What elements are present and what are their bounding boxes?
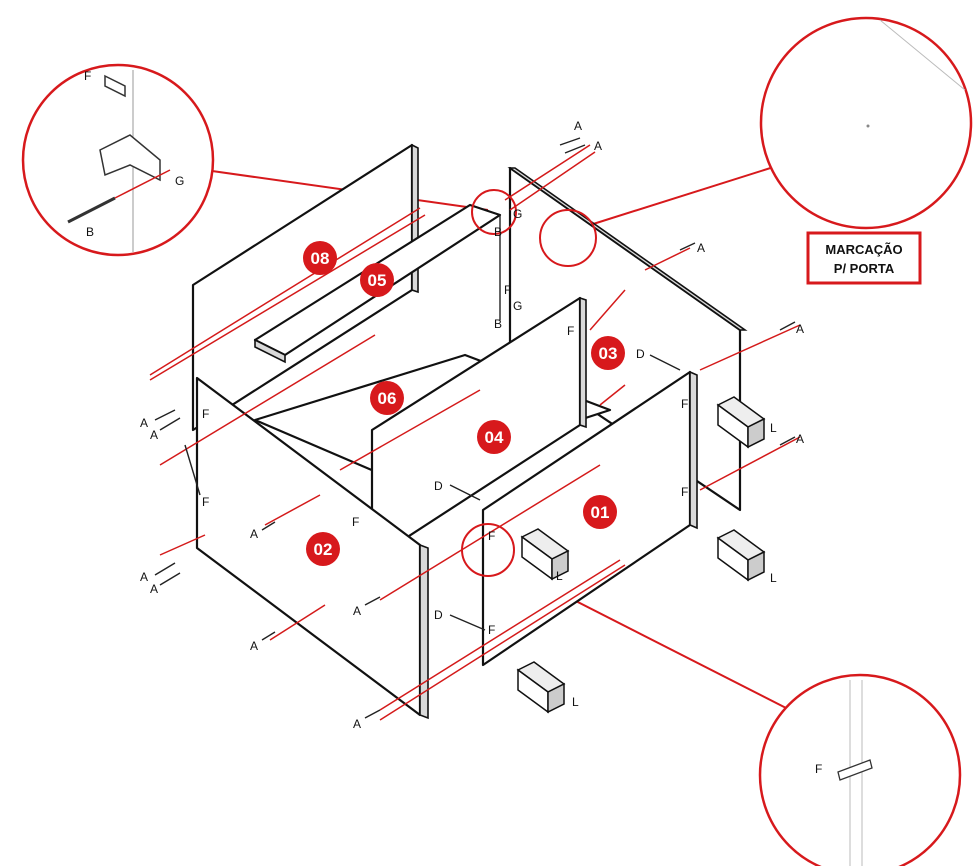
panel-05-label: 05 (368, 271, 387, 290)
label-f-2: F (567, 324, 574, 338)
label-f-5: F (352, 515, 359, 529)
label-a-4: A (796, 322, 804, 336)
label-f-6: F (681, 397, 688, 411)
door-marking-box: MARCAÇÃO P/ PORTA (806, 231, 922, 285)
label-a-13: A (353, 717, 361, 731)
door-marking-line1: MARCAÇÃO (825, 242, 902, 257)
panel-06-label: 06 (378, 389, 397, 408)
label-f-8: F (488, 529, 495, 543)
label-a-5: A (796, 432, 804, 446)
label-f-1: F (504, 283, 511, 297)
label-b-1: B (494, 225, 502, 239)
marker-circle-dowel (461, 523, 515, 577)
marker-circle-hinge (471, 189, 517, 235)
label-l-1: L (770, 421, 777, 435)
detail-label-f: F (84, 69, 91, 83)
label-g-1: G (513, 207, 522, 221)
label-f-4: F (202, 495, 209, 509)
label-l-2: L (770, 571, 777, 585)
door-marking-line2: P/ PORTA (834, 261, 895, 276)
detail-label-g: G (175, 174, 184, 188)
hardware-lines (154, 137, 796, 719)
foot-1 (716, 396, 766, 449)
label-f-3: F (202, 407, 209, 421)
label-a-2: A (594, 139, 602, 153)
panel-03-edge (507, 167, 748, 331)
foot-3 (716, 529, 766, 582)
label-a-12: A (353, 604, 361, 618)
panel-01-edge (689, 370, 698, 530)
label-a-7: A (150, 428, 158, 442)
label-a-10: A (250, 527, 258, 541)
panel-01-label: 01 (591, 503, 610, 522)
label-f-7: F (681, 485, 688, 499)
panel-05-edge (254, 338, 286, 364)
screw-lines (149, 144, 801, 721)
label-b-2: B (494, 317, 502, 331)
detail-dowel: F (758, 673, 962, 866)
marker-circle-door (539, 209, 597, 267)
label-l-4: L (556, 569, 563, 583)
label-a-3: A (697, 241, 705, 255)
foot-4 (516, 661, 566, 714)
panel-01-badge: 01 (583, 495, 617, 529)
hardware-labels: A A A A A A A A A A A A A G G B B F F F … (140, 119, 804, 731)
label-a-8: A (140, 570, 148, 584)
label-a-9: A (150, 582, 158, 596)
detail-label-f-dowel: F (815, 762, 822, 776)
foot-2 (520, 528, 570, 581)
panel-05-badge: 05 (360, 263, 394, 297)
label-d-2: D (434, 479, 443, 493)
label-a-6: A (140, 416, 148, 430)
panel-08-label: 08 (311, 249, 330, 268)
panel-04-badge: 04 (477, 420, 511, 454)
detail-label-b: B (86, 225, 94, 239)
label-a-11: A (250, 639, 258, 653)
detail-hinge: F G B (21, 63, 215, 257)
detail-door-marking (759, 16, 973, 230)
label-d-3: D (434, 608, 443, 622)
panel-02-label: 02 (314, 540, 333, 559)
panel-04-edge (579, 296, 587, 429)
leader-top-right (589, 164, 781, 226)
panel-03-badge: 03 (591, 336, 625, 370)
label-d-1: D (636, 347, 645, 361)
label-f-9: F (488, 623, 495, 637)
label-l-3: L (572, 695, 579, 709)
panel-03-label: 03 (599, 344, 618, 363)
panel-02-badge: 02 (306, 532, 340, 566)
panel-04-label: 04 (485, 428, 504, 447)
label-g-2: G (513, 299, 522, 313)
panel-06-badge: 06 (370, 381, 404, 415)
panel-08-badge: 08 (303, 241, 337, 275)
label-a-1: A (574, 119, 582, 133)
panel-02-edge (419, 543, 429, 720)
